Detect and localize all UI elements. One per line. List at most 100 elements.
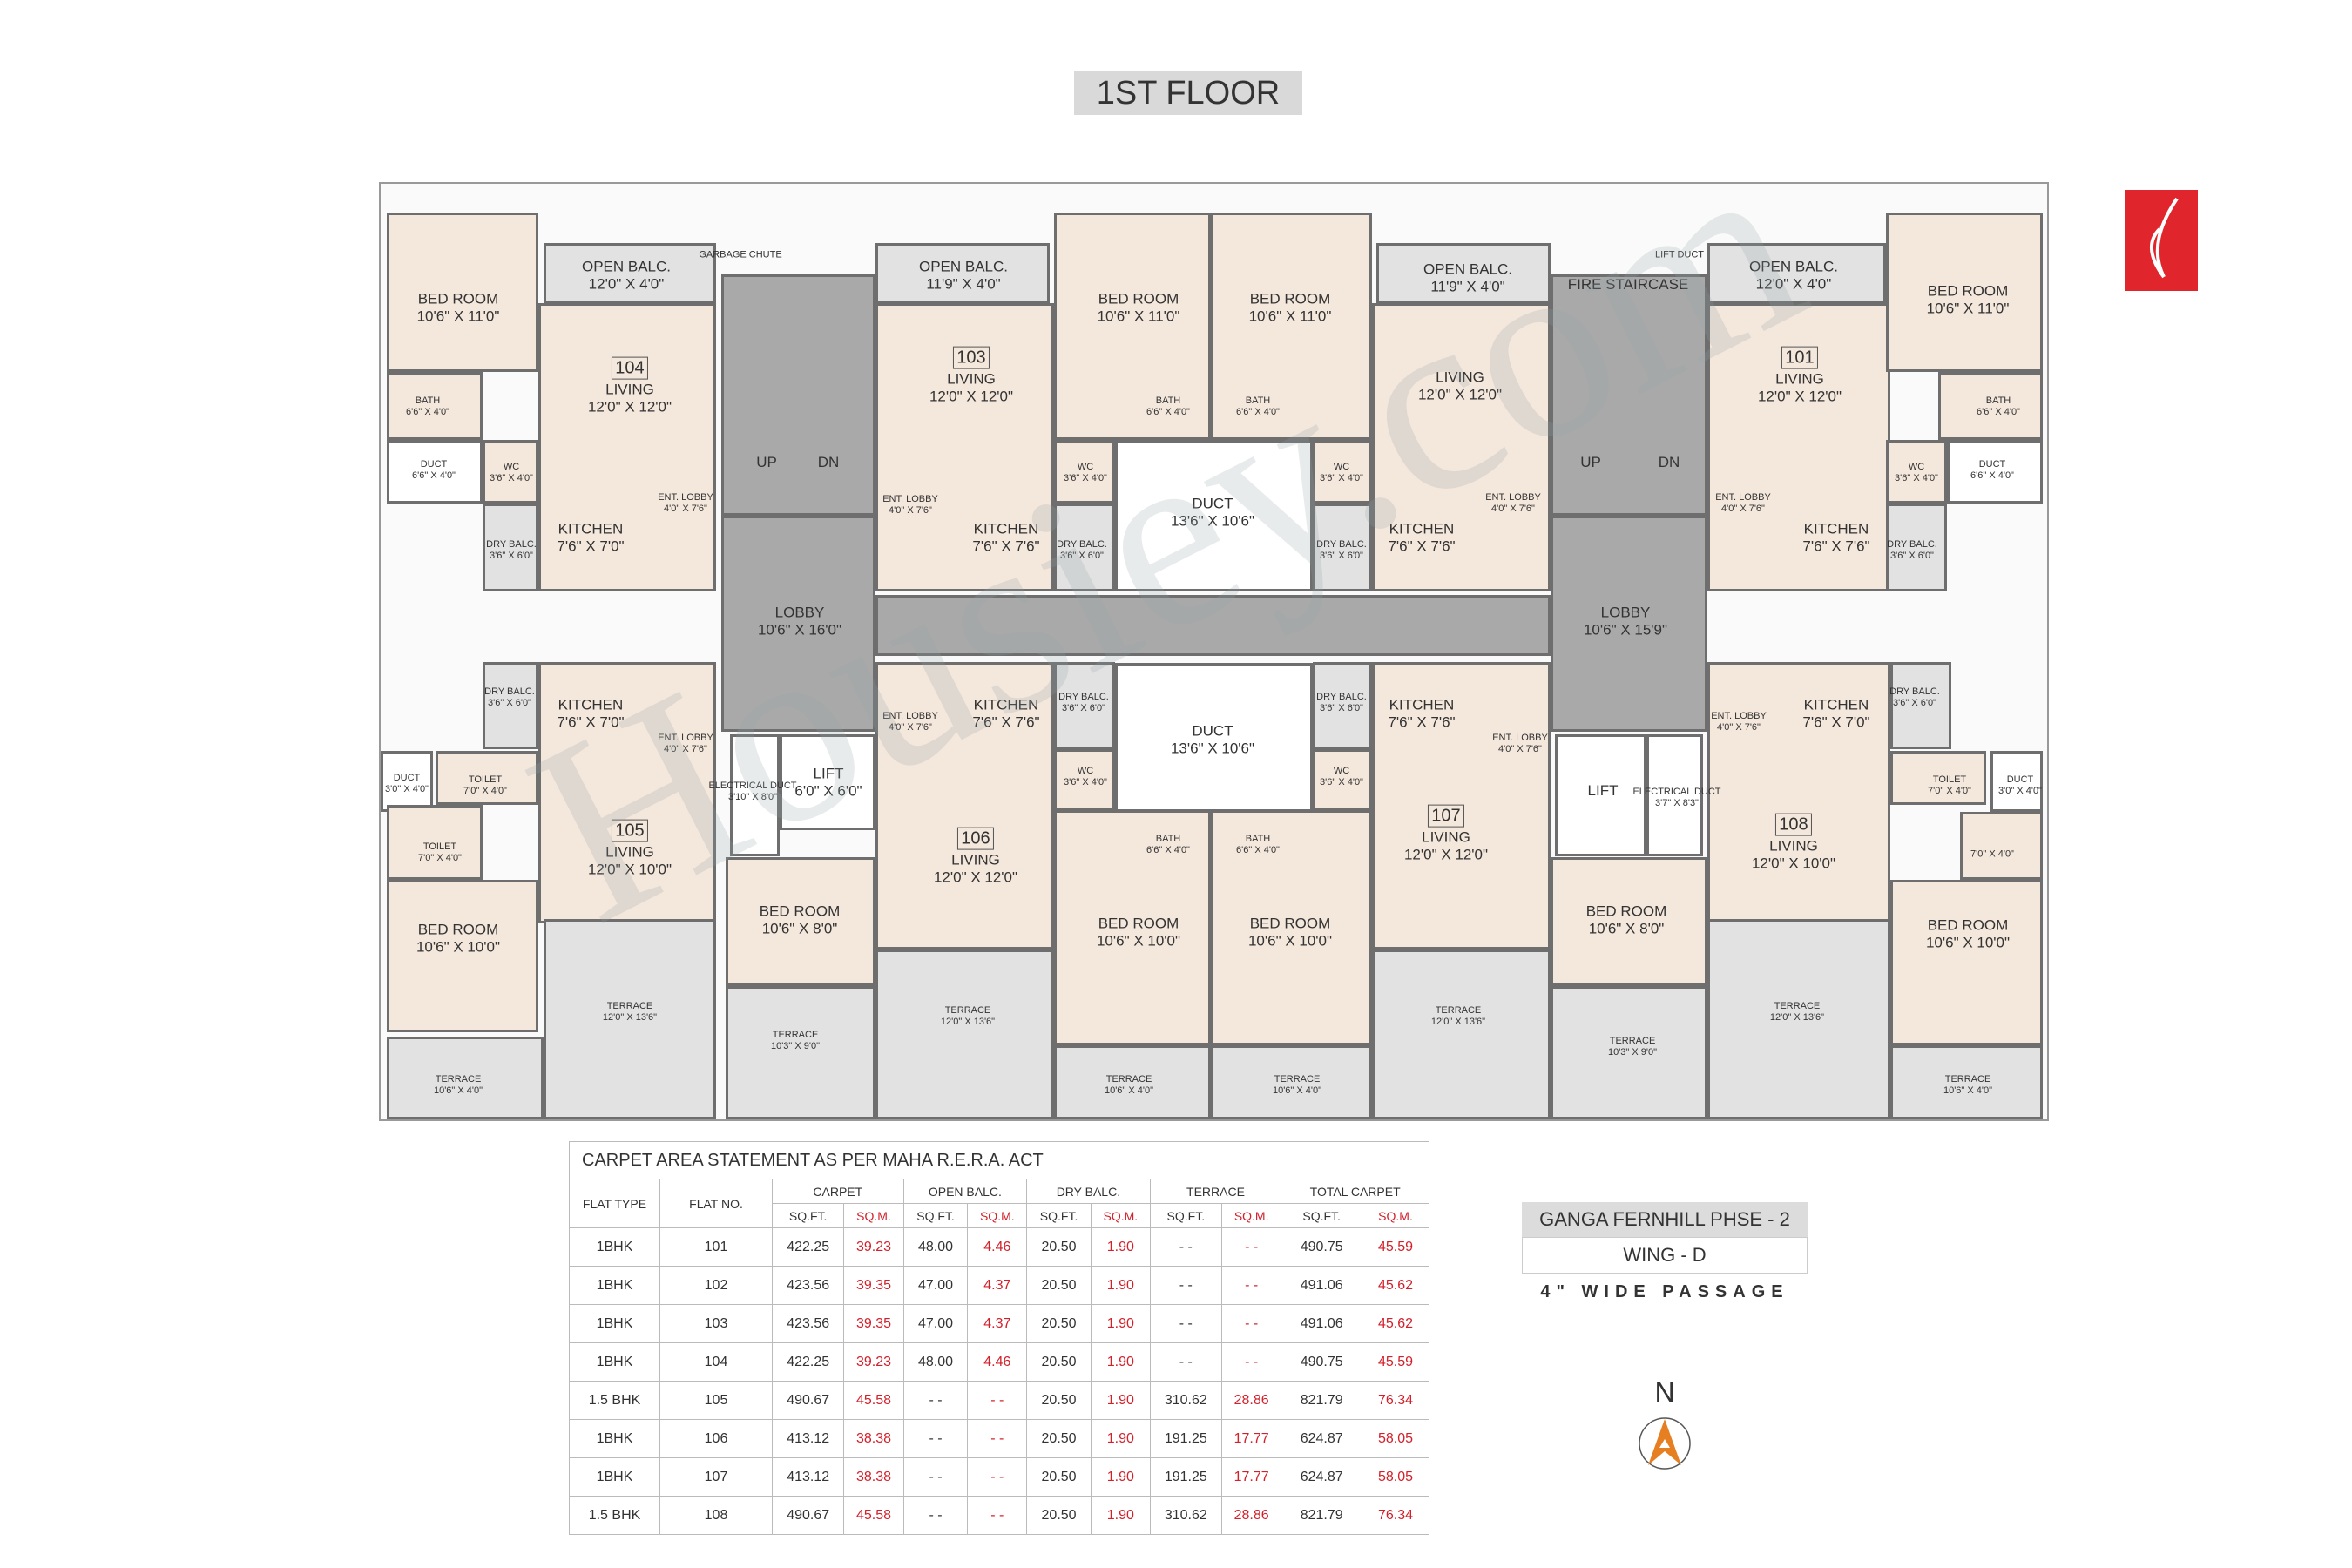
- room-name: FIRE STAIRCASE: [1567, 275, 1689, 293]
- room-103-dry-balcony: [1054, 504, 1115, 591]
- room-dimensions: 10'6" X 10'0": [1925, 935, 2011, 951]
- room-dimensions: 10'6" X 10'0": [1096, 933, 1181, 950]
- room-dimensions: 13'6" X 10'6": [1170, 740, 1255, 757]
- room-104-dry-balcony: [483, 504, 538, 591]
- room-name: TERRACE: [772, 1029, 819, 1040]
- room-104-bedroom: [387, 213, 538, 372]
- north-label: N: [1654, 1376, 1675, 1408]
- room-dimensions: 3'0" X 4'0": [1998, 786, 2042, 796]
- room-101-open-balcony: [1707, 243, 1886, 303]
- room-dimensions: 10'3" X 9'0": [1607, 1047, 1658, 1058]
- table-caption: CARPET AREA STATEMENT AS PER MAHA R.E.R.…: [569, 1141, 1429, 1179]
- room-dimensions: 10'6" X 4'0": [1272, 1085, 1322, 1096]
- room-name: TERRACE: [606, 1000, 653, 1011]
- table-cell: - -: [902, 1457, 969, 1497]
- table-cell: 20.50: [1026, 1496, 1092, 1535]
- room-dimensions: 4'0" X 7'6": [1498, 744, 1542, 754]
- table-cell: 4.37: [967, 1266, 1028, 1305]
- table-cell: 191.25: [1149, 1457, 1223, 1497]
- room-107-terrace-2: [1211, 1045, 1372, 1119]
- room-dimensions: 4'0" X 7'6": [664, 504, 707, 514]
- room-name: TERRACE: [1435, 1004, 1482, 1016]
- table-cell: 20.50: [1026, 1342, 1092, 1382]
- room-name: DRY BALC.: [1887, 538, 1937, 550]
- table-cell: 47.00: [902, 1266, 969, 1305]
- room-dimensions: 10'6" X 15'9": [1583, 622, 1668, 639]
- table-cell: 1.90: [1090, 1457, 1151, 1497]
- col-sqft: SQ.FT.: [1281, 1203, 1363, 1228]
- room-dimensions: 10'6" X 11'0": [1097, 308, 1180, 325]
- room-name: LIFT: [813, 765, 844, 782]
- terrace-right: [1551, 986, 1707, 1119]
- room-dimensions: 6'6" X 4'0": [412, 470, 456, 481]
- room-name: LOBBY: [774, 604, 825, 621]
- col-sqft: SQ.FT.: [771, 1203, 845, 1228]
- compass-icon: [1638, 1416, 1692, 1470]
- room-108-toilet: [1890, 751, 1986, 805]
- electrical-duct-left: [730, 734, 780, 856]
- room-dimensions: 12'0" X 4'0": [588, 276, 665, 293]
- col-group: CARPET: [772, 1179, 904, 1204]
- room-dimensions: 4'0" X 7'6": [664, 744, 707, 754]
- room-name: WC: [1333, 461, 1350, 472]
- corridor: [875, 595, 1551, 656]
- room-name: LIVING: [1422, 828, 1470, 846]
- room-name: KITCHEN: [558, 696, 624, 713]
- room-dimensions: 3'6" X 6'0": [1893, 698, 1936, 708]
- room-label: OPEN BALC.11'9" X 4'0": [1423, 261, 1512, 297]
- room-102-wc: [1313, 440, 1372, 504]
- room-103-open-balcony: [875, 243, 1050, 303]
- table-cell: 38.38: [843, 1457, 904, 1497]
- table-cell: 491.06: [1281, 1266, 1363, 1305]
- room-dimensions: 6'6" X 4'0": [1236, 845, 1280, 855]
- project-name: GANGA FERNHILL PHSE - 2: [1522, 1202, 1808, 1237]
- table-cell: - -: [967, 1381, 1028, 1420]
- table-cell: 310.62: [1149, 1381, 1223, 1420]
- table-cell: 1BHK: [569, 1266, 660, 1305]
- room-name: ENT. LOBBY: [658, 732, 713, 743]
- room-label: UP: [756, 454, 777, 471]
- room-dimensions: 12'0" X 12'0": [587, 399, 672, 416]
- room-name: BED ROOM: [1585, 902, 1667, 920]
- project-info: GANGA FERNHILL PHSE - 2 WING - D 4" WIDE…: [1522, 1202, 1808, 1302]
- room-dimensions: 4'0" X 7'6": [889, 505, 932, 516]
- room-dimensions: 7'6" X 7'6": [1802, 538, 1870, 555]
- table-cell: 1.90: [1090, 1419, 1151, 1458]
- room-name: BED ROOM: [759, 902, 841, 920]
- table-cell: 422.25: [771, 1342, 845, 1382]
- room-name: KITCHEN: [973, 520, 1039, 537]
- room-label: OPEN BALC.12'0" X 4'0": [1749, 259, 1838, 294]
- room-name: BED ROOM: [417, 290, 499, 308]
- floor-plan: BED ROOM 10'6" X 11'0" OPEN BALC.12'0" X 4…: [379, 182, 2049, 1121]
- room-dimensions: 12'0" X 10'0": [1751, 855, 1836, 872]
- room-dimensions: 12'0" X 13'6": [602, 1012, 658, 1023]
- room-dimensions: 12'0" X 12'0": [1403, 847, 1489, 863]
- room-dimensions: 12'0" X 4'0": [1755, 276, 1832, 293]
- room-label: FIRE STAIRCASE: [1568, 276, 1689, 294]
- room-dimensions: 6'0" X 6'0": [794, 783, 862, 800]
- table-cell: 20.50: [1026, 1381, 1092, 1420]
- room-106-terrace: [875, 950, 1054, 1119]
- table-cell: - -: [1149, 1266, 1223, 1305]
- room-dimensions: 3'6" X 6'0": [490, 551, 533, 561]
- room-dimensions: 10'6" X 4'0": [433, 1085, 483, 1096]
- table-cell: 58.05: [1362, 1457, 1429, 1497]
- flat-number: 105: [612, 819, 648, 842]
- room-dimensions: 10'6" X 11'0": [1926, 301, 2010, 317]
- room-105-terrace: [544, 919, 716, 1119]
- room-label: LIFT: [1588, 782, 1619, 800]
- room-dimensions: 3'6" X 6'0": [1062, 703, 1105, 713]
- room-dimensions: 3'6" X 6'0": [1320, 703, 1363, 713]
